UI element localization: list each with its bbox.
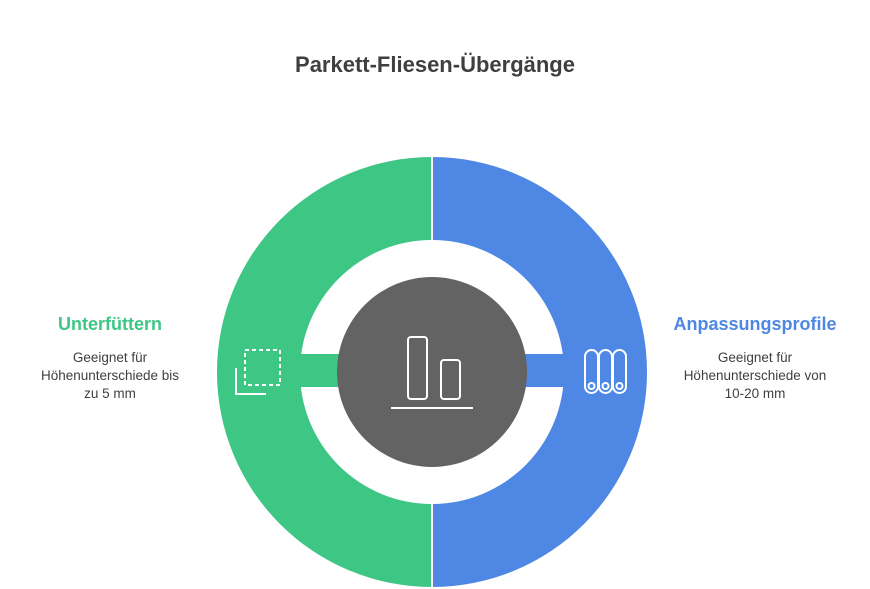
description-line: Höhenunterschiede bis xyxy=(40,368,180,383)
profile-rolls-icon xyxy=(584,349,627,394)
right-segment-title: Anpassungsprofile xyxy=(673,314,837,334)
description-line: zu 5 mm xyxy=(84,386,136,401)
right-label-group: Anpassungsprofile Geeignet für Höhenunte… xyxy=(650,314,860,403)
left-segment-title: Unterfüttern xyxy=(58,314,162,334)
shim-layers-icon xyxy=(235,349,281,395)
right-segment xyxy=(432,157,647,587)
height-difference-bars-icon xyxy=(391,336,473,409)
left-segment xyxy=(217,157,432,587)
description-line: Geeignet für xyxy=(717,350,793,365)
center-circle xyxy=(337,277,527,467)
description-line: Höhenunterschiede von xyxy=(683,368,827,383)
diagram-title: Parkett-Fliesen-Übergänge xyxy=(295,52,575,77)
left-label-group: Unterfüttern Geeignet für Höhenunterschi… xyxy=(10,314,210,403)
left-segment-description: Geeignet für Höhenunterschiede bis zu 5 … xyxy=(10,349,210,403)
right-segment-description: Geeignet für Höhenunterschiede von 10-20… xyxy=(650,349,860,403)
description-line: Geeignet für xyxy=(72,350,148,365)
description-line: 10-20 mm xyxy=(724,386,786,401)
